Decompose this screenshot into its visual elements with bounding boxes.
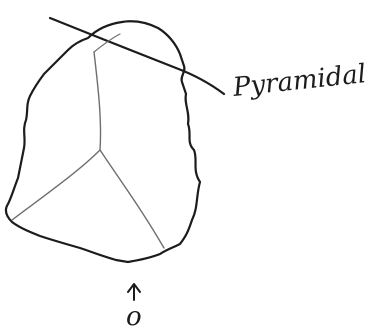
- shape-outline: [6, 21, 200, 262]
- cutting-line: [50, 18, 224, 94]
- arrow-mark: [128, 284, 140, 300]
- bottom-mark: ο: [126, 302, 142, 332]
- ridge-line-right: [100, 150, 164, 248]
- side-label: Pyramidal: [231, 59, 368, 103]
